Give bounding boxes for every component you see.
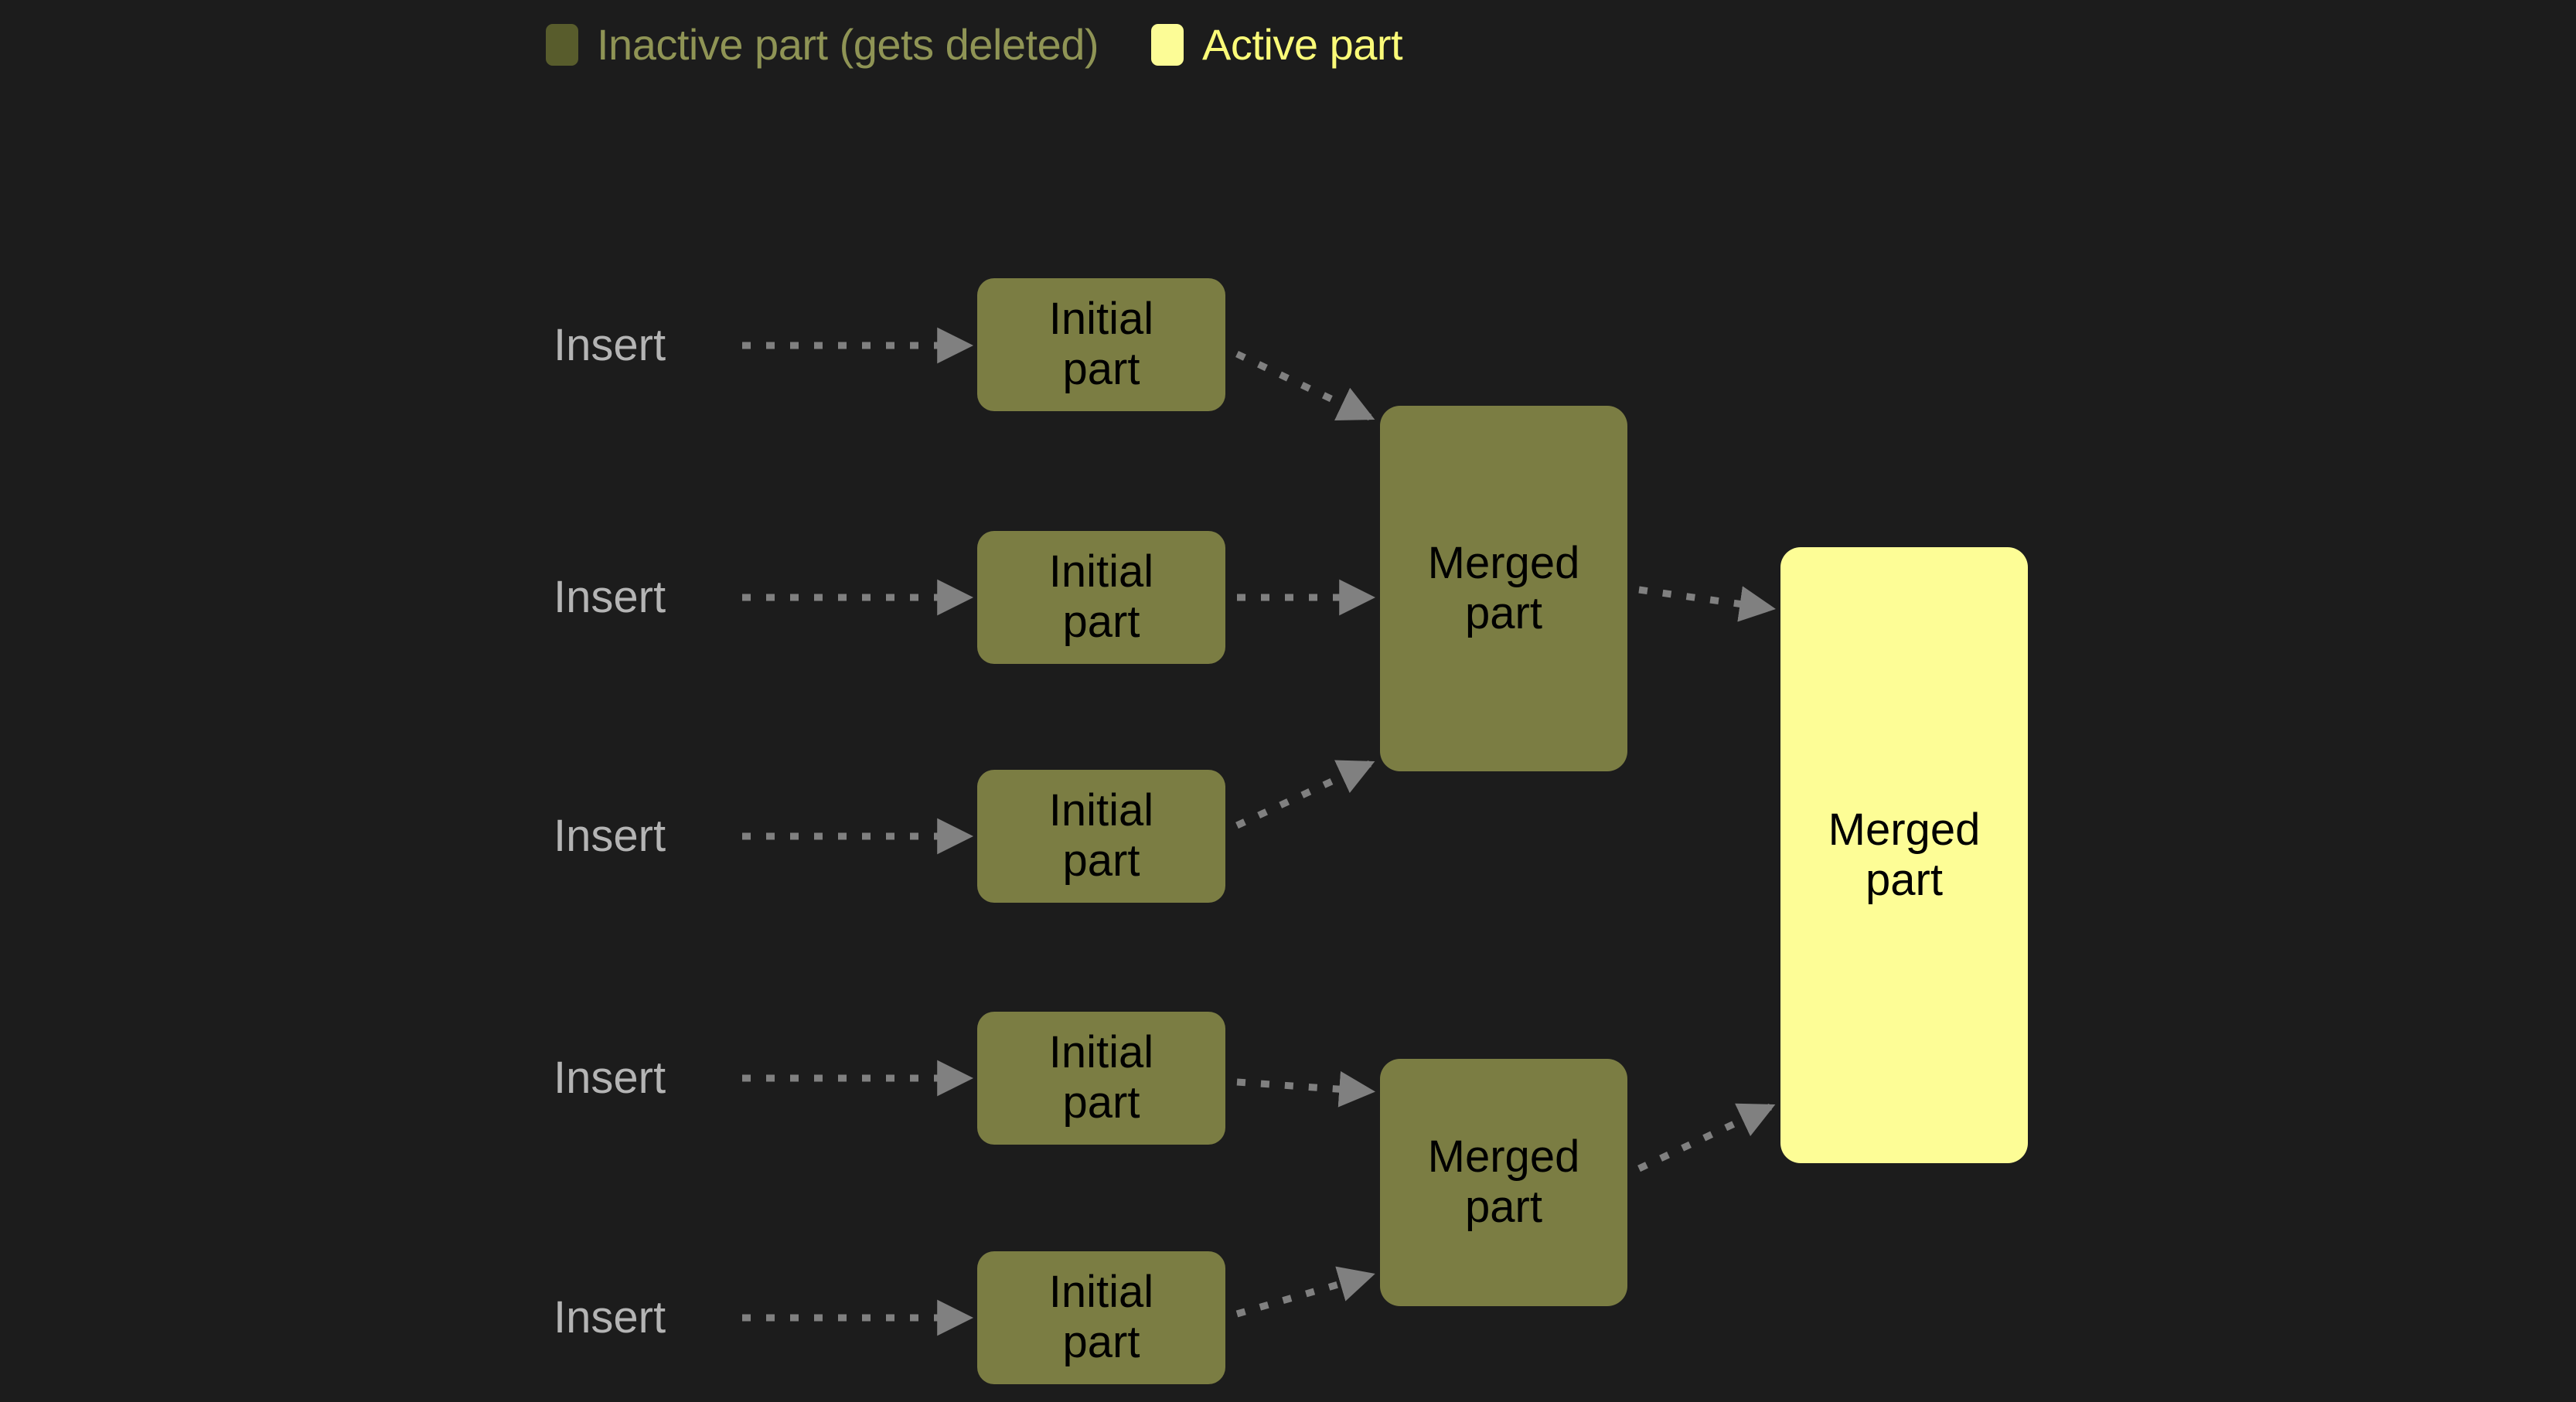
merged-part-1[interactable]: Merged part bbox=[1380, 406, 1627, 771]
arrow-merged-1-to-final bbox=[1638, 586, 1776, 622]
legend-item-active: Active part bbox=[1151, 20, 1403, 69]
legend-label-active: Active part bbox=[1202, 20, 1403, 69]
arrow-initial-1-to-merged-1 bbox=[1235, 350, 1375, 421]
legend-swatch-active-icon bbox=[1151, 24, 1184, 66]
initial-part-5[interactable]: Initial part bbox=[977, 1251, 1225, 1384]
initial-part-3[interactable]: Initial part bbox=[977, 770, 1225, 903]
merged-part-final[interactable]: Merged part bbox=[1780, 547, 2028, 1163]
arrow-merged-2-to-final bbox=[1637, 1103, 1776, 1172]
arrow-initial-5-to-merged-2 bbox=[1235, 1266, 1375, 1318]
insert-label-5: Insert bbox=[554, 1292, 666, 1342]
merged-part-2[interactable]: Merged part bbox=[1380, 1059, 1627, 1306]
arrow-initial-3-to-merged-1 bbox=[1235, 760, 1375, 829]
arrow-initial-4-to-merged-2 bbox=[1236, 1070, 1376, 1108]
initial-part-4[interactable]: Initial part bbox=[977, 1012, 1225, 1145]
legend-swatch-inactive-icon bbox=[546, 24, 578, 66]
insert-label-3: Insert bbox=[554, 811, 666, 861]
legend-label-inactive: Inactive part (gets deleted) bbox=[597, 20, 1099, 69]
legend-item-inactive: Inactive part (gets deleted) bbox=[546, 23, 1099, 66]
insert-label-2: Insert bbox=[554, 572, 666, 622]
legend: Inactive part (gets deleted) Active part bbox=[546, 20, 1403, 69]
insert-label-1: Insert bbox=[554, 320, 666, 370]
initial-part-2[interactable]: Initial part bbox=[977, 531, 1225, 664]
insert-label-4: Insert bbox=[554, 1053, 666, 1103]
initial-part-1[interactable]: Initial part bbox=[977, 278, 1225, 411]
